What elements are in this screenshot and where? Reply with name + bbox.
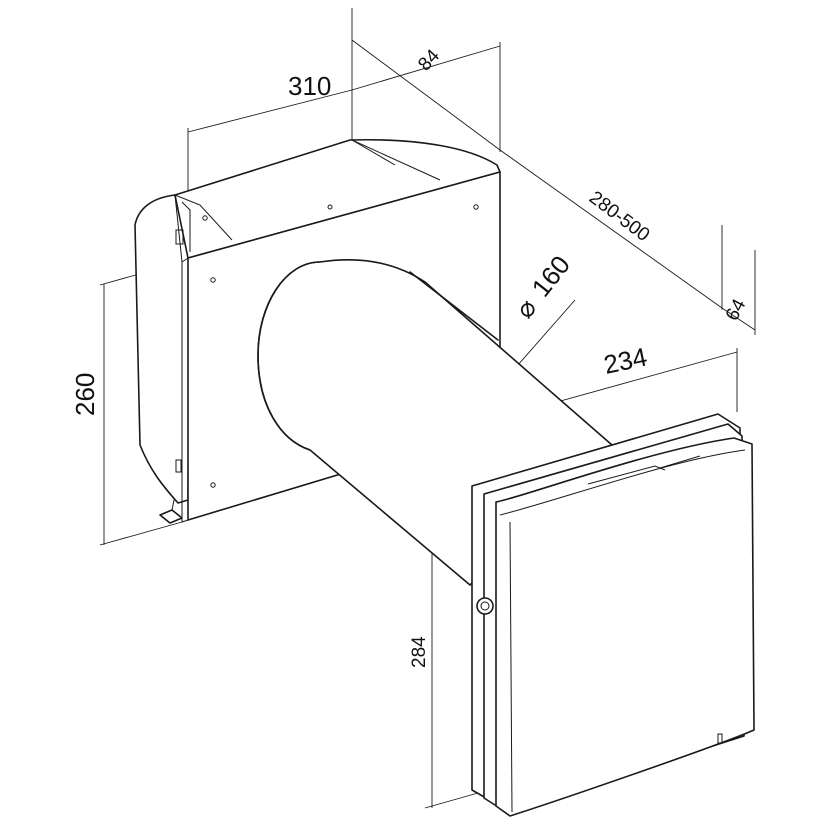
dimension-line-310 xyxy=(187,45,501,133)
dimension-line-wall xyxy=(499,149,723,309)
dimension-text-wall-thickness: 280-500 xyxy=(585,187,653,246)
dimension-text-260: 260 xyxy=(70,373,100,416)
dimension-text-310: 310 xyxy=(288,71,331,101)
dim-label-260: 260 xyxy=(70,373,100,416)
dim-label-234: 234 xyxy=(601,342,650,380)
dim-label-84: 84 xyxy=(414,45,444,75)
dim-label-284: 284 xyxy=(409,636,430,668)
dimension-line-84 xyxy=(351,39,501,151)
dimension-text-160: 160 xyxy=(526,250,576,303)
dimension-text-84: 84 xyxy=(414,45,444,75)
dim-label-diameter: ⌀ 160 xyxy=(509,250,576,324)
dim-label-wall: 280-500 xyxy=(585,187,653,246)
front-cover xyxy=(471,413,755,817)
diameter-symbol: ⌀ xyxy=(509,293,542,324)
dim-label-64: 64 xyxy=(722,295,751,324)
svg-text:⌀ 160: ⌀ 160 xyxy=(509,250,576,324)
dim-label-310: 310 xyxy=(288,71,331,101)
dimension-text-284: 284 xyxy=(409,636,430,668)
dimension-text-64: 64 xyxy=(722,295,751,324)
dimension-line-64 xyxy=(721,307,756,331)
dimension-text-234: 234 xyxy=(601,342,650,380)
